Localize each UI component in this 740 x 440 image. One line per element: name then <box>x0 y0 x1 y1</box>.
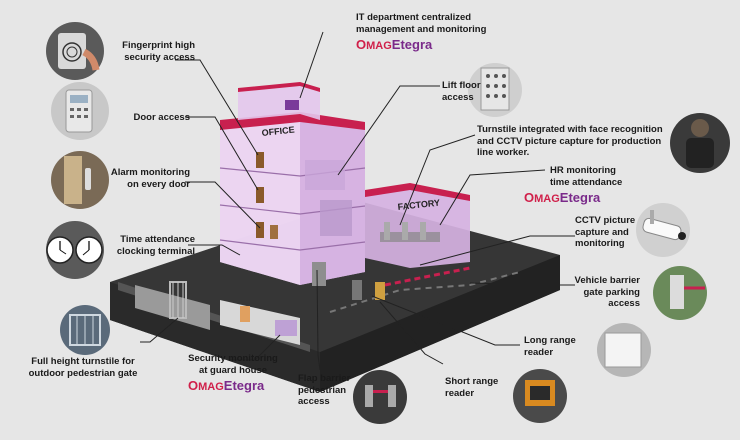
door-handle-icon <box>51 151 109 209</box>
cctv-camera-icon <box>636 203 690 257</box>
vehicle-barrier <box>352 266 471 300</box>
parking-barrier-icon <box>653 266 707 320</box>
leader-lines <box>140 31 575 371</box>
label-turnstile-face: Turnstile integrated with face recogniti… <box>477 124 663 158</box>
long-range-reader-icon <box>597 323 651 377</box>
turnstile-gate-icon <box>60 305 110 355</box>
factory-building <box>365 183 470 268</box>
flap-barrier-icon <box>353 370 407 424</box>
brand-logo-guard: OMAGEtegra <box>188 378 265 393</box>
label-door-access: Door access <box>133 112 190 123</box>
office-building <box>219 82 366 286</box>
security-guard-icon <box>670 113 730 173</box>
fingerprint-reader-icon <box>46 22 104 80</box>
keypad-reader-icon <box>51 82 109 140</box>
brand-logo-hr: OMAGEtegra <box>524 190 601 205</box>
office-floor-label: OFFICE <box>261 125 295 138</box>
wall-clock-icon <box>46 221 104 279</box>
factory-floor-label: FACTORY <box>397 198 440 212</box>
lift-keypad-icon <box>468 63 522 117</box>
brand-logo-top: OMAGEtegra <box>356 37 433 52</box>
short-range-reader-icon <box>513 369 567 423</box>
